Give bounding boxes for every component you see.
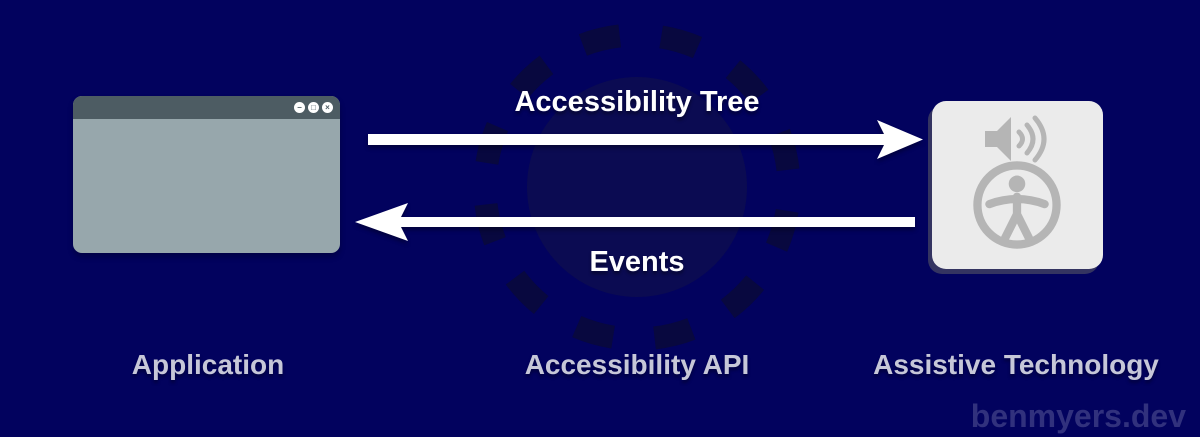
application-window-icon: − □ × [73, 96, 340, 253]
restore-icon: □ [308, 102, 319, 113]
application-label: Application [131, 349, 285, 380]
accessibility-api-label: Accessibility API [524, 349, 750, 380]
assistive-technology-label: Assistive Technology [873, 349, 1159, 380]
watermark: benmyers.dev [970, 398, 1186, 434]
close-icon: × [322, 102, 333, 113]
events-label: Events [589, 246, 685, 278]
assistive-technology-icon [932, 101, 1103, 269]
arrow-right-icon [368, 120, 923, 159]
arrow-left-icon [355, 203, 915, 241]
speaker-icon [985, 115, 1047, 163]
accessibility-person-icon [973, 161, 1061, 249]
accessibility-tree-label: Accessibility Tree [514, 86, 760, 118]
minimize-icon: − [294, 102, 305, 113]
window-titlebar: − □ × [73, 96, 340, 119]
